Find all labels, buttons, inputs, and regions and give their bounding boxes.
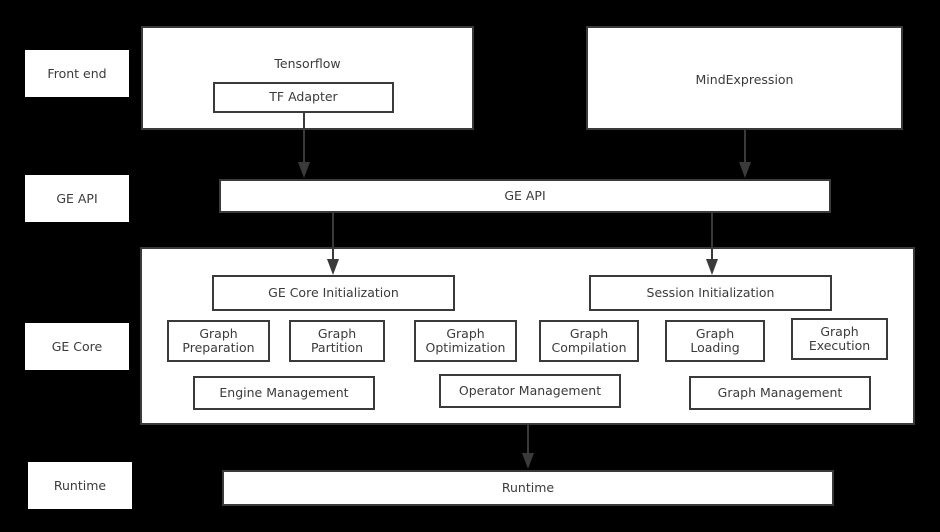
module-graph-optimization-line2: Optimization	[425, 340, 506, 355]
layer-label-runtime-text: Runtime	[53, 478, 107, 493]
module-graph-execution-line1: Graph	[820, 323, 859, 339]
manager-engine-management[interactable]: Engine Management	[193, 376, 375, 410]
ge-core-initialization-box[interactable]: GE Core Initialization	[212, 275, 455, 311]
mindexpression-container[interactable]	[586, 26, 903, 130]
session-initialization-label: Session Initialization	[646, 284, 775, 300]
manager-graph-management[interactable]: Graph Management	[689, 376, 871, 410]
runtime-bar-label: Runtime	[501, 479, 555, 495]
ge-api-bar-label: GE API	[504, 187, 546, 203]
ge-api-bar[interactable]: GE API	[219, 179, 831, 213]
module-graph-optimization-line1: Graph	[446, 325, 485, 341]
layer-label-front-end: Front end	[25, 50, 129, 97]
manager-operator-management-label: Operator Management	[458, 382, 602, 398]
manager-engine-management-label: Engine Management	[219, 384, 349, 400]
runtime-bar[interactable]: Runtime	[222, 470, 834, 506]
tf-adapter-box[interactable]: TF Adapter	[213, 82, 394, 113]
layer-label-runtime: Runtime	[28, 462, 132, 509]
layer-label-ge-core: GE Core	[25, 323, 129, 370]
layer-label-ge-api: GE API	[25, 175, 129, 222]
module-graph-execution-line2: Execution	[808, 338, 871, 353]
arrow-ge-core-to-runtime	[520, 425, 536, 471]
manager-operator-management[interactable]: Operator Management	[439, 374, 621, 408]
module-graph-preparation-line2: Preparation	[182, 340, 255, 355]
layer-label-front-end-text: Front end	[47, 66, 107, 81]
manager-graph-management-label: Graph Management	[717, 384, 843, 400]
module-graph-compilation-line2: Compilation	[551, 340, 627, 355]
layer-label-ge-core-text: GE Core	[51, 339, 103, 354]
mindexpression-title: MindExpression	[695, 72, 794, 87]
module-graph-partition-line2: Partition	[310, 340, 364, 355]
module-graph-compilation-line1: Graph	[569, 325, 609, 341]
tensorflow-container[interactable]	[141, 26, 474, 130]
ge-core-initialization-label: GE Core Initialization	[268, 284, 399, 300]
tensorflow-title: Tensorflow	[274, 56, 341, 71]
arrow-mindexpression-to-ge-api	[737, 129, 753, 180]
session-initialization-box[interactable]: Session Initialization	[589, 275, 832, 311]
module-graph-preparation-line1: Graph	[199, 325, 238, 341]
layer-label-ge-api-text: GE API	[56, 191, 98, 206]
module-graph-loading-line1: Graph	[695, 325, 735, 341]
tf-adapter-label: TF Adapter	[269, 89, 338, 105]
module-graph-partition-line1: Graph	[317, 325, 357, 341]
module-graph-loading-line2: Loading	[690, 340, 740, 355]
